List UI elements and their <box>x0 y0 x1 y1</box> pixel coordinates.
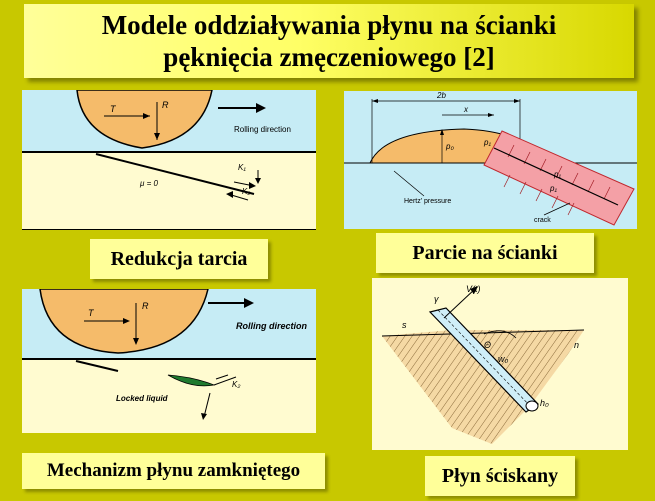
friction-coefficient-label: μ = 0 <box>139 179 159 188</box>
tangential-force-label: T <box>110 104 117 114</box>
peak-pressure-label: p₀ <box>445 142 454 151</box>
rolling-direction-label: Rolling direction <box>234 125 291 134</box>
pressure-diagram: 2b x p₀ p₁ p₁ p₁ Hertz' pressure crack <box>344 91 637 229</box>
locked-liquid-label: Locked liquid <box>116 394 169 403</box>
normal-force-label-2: R <box>142 301 149 311</box>
gamma-label: γ <box>434 294 439 304</box>
locked-liquid-diagram: T R Rolling direction Locked liquid K₂ <box>22 289 316 433</box>
pressure-caption: Parcie na ścianki <box>376 233 594 273</box>
tangential-force-label-2: T <box>88 308 95 318</box>
title-line-2: pęknięcia zmęczeniowego [2] <box>163 42 495 72</box>
friction-caption: Redukcja tarcia <box>90 239 268 279</box>
normal-force-label: R <box>162 100 169 110</box>
friction-diagram: T R Rolling direction μ = 0 K₁ K₂ <box>22 90 316 230</box>
compressed-fluid-caption: Płyn ściskany <box>425 456 575 496</box>
title-banner: Modele oddziaływania płynu na ścianki pę… <box>24 4 634 78</box>
rolling-direction-label-2: Rolling direction <box>236 321 308 331</box>
initial-height-label: h₀ <box>540 398 549 408</box>
normal-n-label: n <box>574 340 579 350</box>
compressed-fluid-diagram: V(t) s γ Θ w₀ n h₀ <box>372 278 628 450</box>
velocity-label: V(t) <box>466 284 481 294</box>
local-pressure-label: p₁ <box>483 138 491 147</box>
theta-label: Θ <box>484 340 491 350</box>
wall-pressure-upper-label: p₁ <box>553 170 561 179</box>
coordinate-s-label: s <box>402 320 407 330</box>
initial-width-label: w₀ <box>498 354 508 364</box>
locked-liquid-caption: Mechanizm płynu zamkniętego <box>22 453 325 489</box>
hertz-pressure-label: Hertz' pressure <box>404 198 451 205</box>
position-x-label: x <box>463 105 469 114</box>
wall-pressure-lower-label: p₁ <box>549 184 557 193</box>
mode-two-label-2: K₂ <box>232 380 240 389</box>
contact-width-label: 2b <box>436 91 446 100</box>
title-line-1: Modele oddziaływania płynu na ścianki <box>101 10 557 40</box>
mode-one-label: K₁ <box>238 163 246 172</box>
crack-label: crack <box>534 217 551 224</box>
mode-two-label: K₂ <box>242 187 250 196</box>
